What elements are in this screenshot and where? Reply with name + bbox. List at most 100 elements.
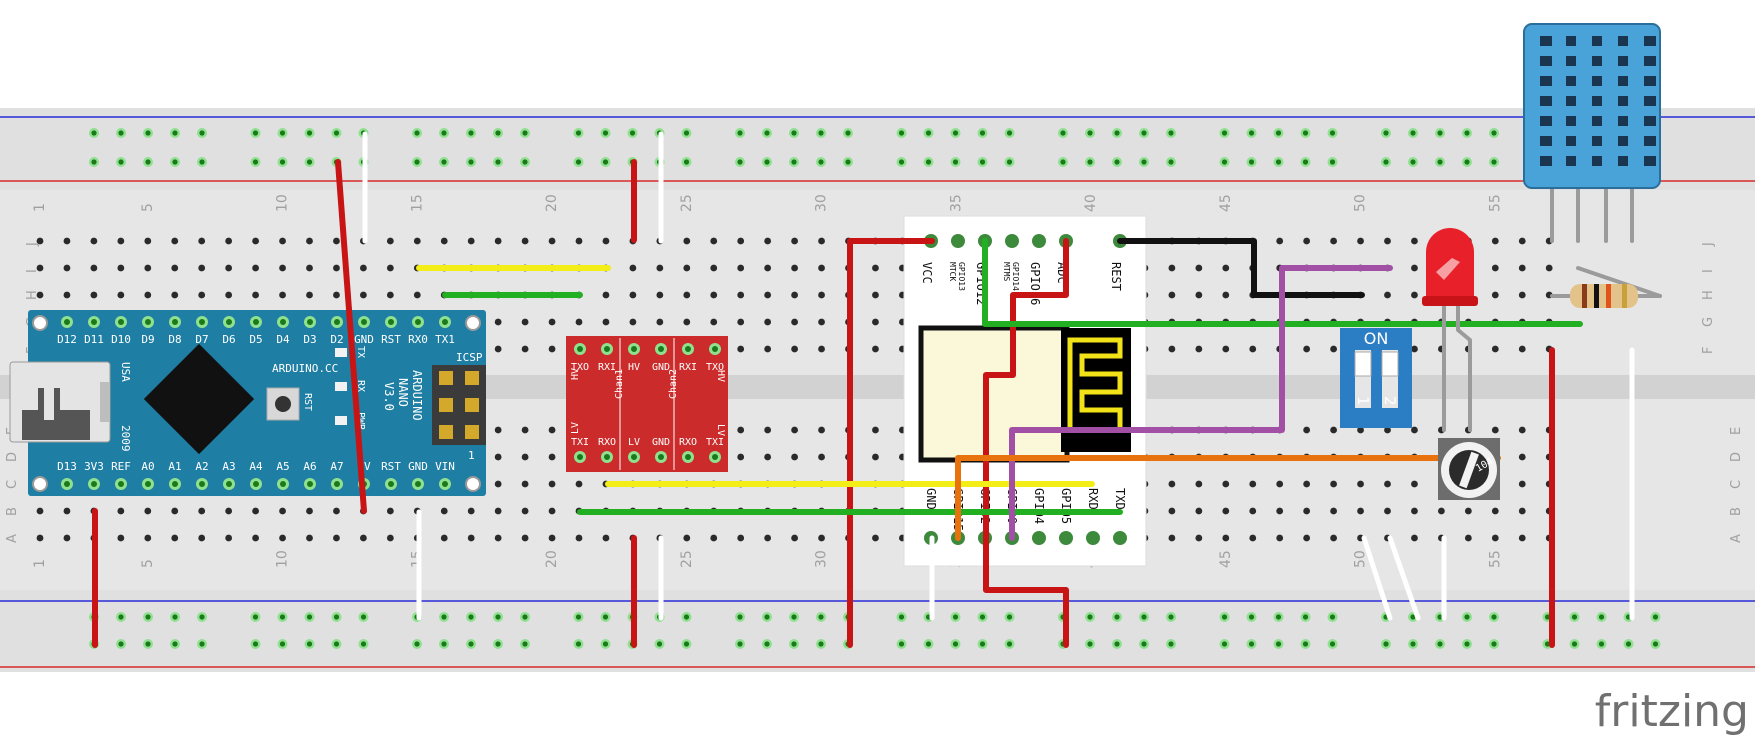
breadboard-hole[interactable] (1518, 237, 1526, 245)
breadboard-hole[interactable] (791, 264, 798, 272)
breadboard-hole[interactable] (171, 507, 179, 515)
breadboard-hole[interactable] (1249, 480, 1257, 488)
breadboard-hole[interactable] (1384, 237, 1391, 245)
white-wire-dip-1[interactable] (1361, 535, 1393, 621)
breadboard-hole[interactable] (1491, 426, 1499, 434)
breadboard-hole[interactable] (764, 345, 772, 353)
breadboard-hole[interactable] (225, 237, 233, 245)
breadboard-hole[interactable] (440, 507, 448, 515)
breadboard-hole[interactable] (548, 534, 556, 542)
breadboard-hole[interactable] (737, 345, 745, 353)
breadboard-hole[interactable] (144, 291, 152, 299)
breadboard-hole[interactable] (521, 426, 529, 434)
breadboard-hole[interactable] (1168, 345, 1176, 353)
breadboard-hole[interactable] (548, 426, 556, 434)
breadboard-hole[interactable] (1249, 534, 1257, 542)
breadboard-hole[interactable] (1518, 534, 1526, 542)
breadboard-hole[interactable] (1330, 426, 1337, 434)
breadboard-hole[interactable] (1222, 507, 1230, 515)
breadboard-hole[interactable] (1168, 507, 1176, 515)
breadboard-hole[interactable] (1384, 291, 1391, 299)
esp-pin[interactable] (1032, 234, 1046, 248)
breadboard-hole[interactable] (1491, 345, 1499, 353)
breadboard-hole[interactable] (1518, 480, 1526, 488)
breadboard-hole[interactable] (171, 264, 179, 272)
breadboard-hole[interactable] (494, 345, 502, 353)
breadboard-hole[interactable] (521, 318, 529, 326)
breadboard-hole[interactable] (494, 318, 502, 326)
breadboard-hole[interactable] (386, 534, 394, 542)
breadboard-hole[interactable] (764, 453, 772, 461)
breadboard-hole[interactable] (737, 534, 745, 542)
breadboard-hole[interactable] (225, 534, 233, 542)
purple-wire[interactable] (1009, 265, 1393, 541)
breadboard-hole[interactable] (737, 264, 745, 272)
breadboard-hole[interactable] (306, 264, 313, 272)
breadboard-hole[interactable] (764, 264, 772, 272)
breadboard-hole[interactable] (710, 534, 718, 542)
esp-pin[interactable] (1113, 531, 1127, 545)
breadboard-hole[interactable] (791, 534, 798, 542)
breadboard-hole[interactable] (1222, 345, 1230, 353)
breadboard-hole[interactable] (683, 318, 691, 326)
breadboard-hole[interactable] (1276, 237, 1284, 245)
breadboard-hole[interactable] (629, 318, 637, 326)
breadboard-hole[interactable] (1303, 534, 1311, 542)
breadboard-hole[interactable] (494, 507, 502, 515)
breadboard-hole[interactable] (1249, 507, 1257, 515)
breadboard-hole[interactable] (117, 507, 125, 515)
breadboard-hole[interactable] (1222, 291, 1230, 299)
red-wire-diagonal[interactable] (335, 159, 367, 514)
breadboard-hole[interactable] (1195, 264, 1203, 272)
breadboard-hole[interactable] (333, 237, 340, 245)
breadboard-hole[interactable] (1545, 264, 1553, 272)
white-wire-dip-2[interactable] (1387, 535, 1421, 621)
breadboard-hole[interactable] (1518, 264, 1526, 272)
breadboard-hole[interactable] (333, 534, 340, 542)
breadboard-hole[interactable] (36, 534, 44, 542)
breadboard-hole[interactable] (1411, 264, 1418, 272)
breadboard-hole[interactable] (1411, 345, 1418, 353)
breadboard-hole[interactable] (333, 507, 340, 515)
breadboard-hole[interactable] (548, 507, 556, 515)
breadboard-hole[interactable] (171, 291, 179, 299)
breadboard-hole[interactable] (1168, 264, 1176, 272)
breadboard-hole[interactable] (710, 291, 718, 299)
breadboard-hole[interactable] (63, 507, 71, 515)
breadboard-hole[interactable] (494, 426, 502, 434)
breadboard-hole[interactable] (1276, 534, 1284, 542)
breadboard-hole[interactable] (1222, 534, 1230, 542)
breadboard-hole[interactable] (440, 237, 448, 245)
breadboard-hole[interactable] (144, 237, 152, 245)
breadboard-hole[interactable] (386, 264, 394, 272)
breadboard-hole[interactable] (818, 453, 825, 461)
breadboard-hole[interactable] (764, 237, 772, 245)
breadboard-hole[interactable] (1168, 534, 1176, 542)
breadboard-hole[interactable] (629, 291, 637, 299)
breadboard-hole[interactable] (791, 318, 798, 326)
breadboard-hole[interactable] (791, 426, 798, 434)
breadboard-hole[interactable] (440, 534, 448, 542)
green-wire-gpio12[interactable] (982, 238, 1583, 327)
breadboard-hole[interactable] (1303, 426, 1311, 434)
breadboard-hole[interactable] (872, 345, 879, 353)
breadboard-hole[interactable] (575, 318, 583, 326)
breadboard-hole[interactable] (386, 507, 394, 515)
breadboard-hole[interactable] (521, 534, 529, 542)
breadboard-hole[interactable] (872, 426, 879, 434)
dip-toggle-1[interactable] (1354, 351, 1372, 377)
breadboard-hole[interactable] (1518, 507, 1526, 515)
breadboard-hole[interactable] (306, 507, 313, 515)
breadboard-hole[interactable] (90, 237, 98, 245)
breadboard-hole[interactable] (63, 264, 71, 272)
breadboard-hole[interactable] (818, 264, 825, 272)
esp-pin[interactable] (1086, 531, 1100, 545)
breadboard-hole[interactable] (1303, 507, 1311, 515)
breadboard-hole[interactable] (1276, 480, 1284, 488)
breadboard-hole[interactable] (279, 534, 286, 542)
breadboard-hole[interactable] (1195, 534, 1203, 542)
breadboard-hole[interactable] (279, 264, 286, 272)
breadboard-hole[interactable] (252, 291, 259, 299)
breadboard-hole[interactable] (1357, 507, 1364, 515)
breadboard-hole[interactable] (171, 237, 179, 245)
